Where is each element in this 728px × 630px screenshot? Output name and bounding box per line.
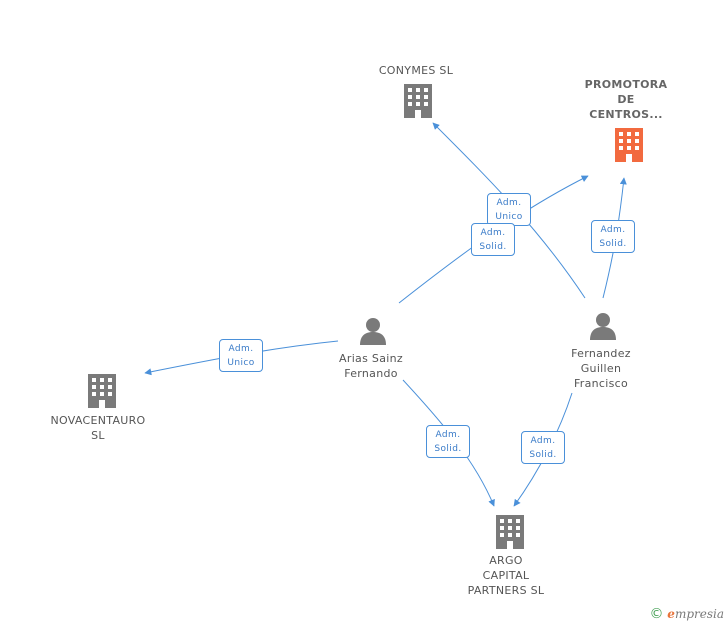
relation-badge-arias-novacentauro: Adm. Unico: [219, 339, 263, 372]
relation-badge-arias-promotora: Adm. Solid.: [471, 223, 515, 256]
relation-role: Solid.: [479, 242, 507, 252]
relation-role: Solid.: [529, 450, 557, 460]
company-novacentauro-label[interactable]: NOVACENTAURO SL: [50, 414, 146, 442]
brand-logo-text: mpresia: [674, 607, 724, 621]
brand-logo: empresia: [667, 607, 724, 621]
relation-type: Adm.: [530, 436, 556, 446]
relation-role: Unico: [495, 212, 523, 222]
relation-type: Adm.: [228, 344, 254, 354]
company-argo-icon[interactable]: [496, 515, 524, 549]
company-promotora-icon[interactable]: [615, 128, 643, 162]
relation-badge-fernandez-argo: Adm. Solid.: [521, 431, 565, 464]
company-novacentauro-icon[interactable]: [88, 374, 116, 408]
relation-badge-arias-argo: Adm. Solid.: [426, 425, 470, 458]
brand-logo-initial: e: [667, 607, 675, 621]
person-fernandez-label[interactable]: Fernandez Guillen Francisco: [571, 347, 631, 390]
relation-badge-arias-conymes: Adm. Unico: [487, 193, 531, 226]
relation-role: Solid.: [599, 239, 627, 249]
relation-type: Adm.: [600, 225, 626, 235]
relation-type: Adm.: [435, 430, 461, 440]
relation-type: Adm.: [496, 198, 522, 208]
copyright-icon: ©: [649, 606, 664, 622]
company-promotora-label[interactable]: PROMOTORA DE CENTROS...: [584, 78, 668, 121]
relation-role: Unico: [227, 358, 255, 368]
relation-role: Solid.: [434, 444, 462, 454]
person-arias-label[interactable]: Arias Sainz Fernando: [339, 352, 403, 380]
relation-badge-fernandez-promotora: Adm. Solid.: [591, 220, 635, 253]
person-arias-icon[interactable]: [360, 318, 386, 345]
company-conymes-label[interactable]: CONYMES SL: [378, 64, 454, 77]
relation-type: Adm.: [480, 228, 506, 238]
person-fernandez-icon[interactable]: [590, 313, 616, 340]
company-argo-label[interactable]: ARGO CAPITAL PARTNERS SL: [467, 554, 545, 597]
brand-footer: © empresia: [649, 606, 724, 622]
company-conymes-icon[interactable]: [404, 84, 432, 118]
